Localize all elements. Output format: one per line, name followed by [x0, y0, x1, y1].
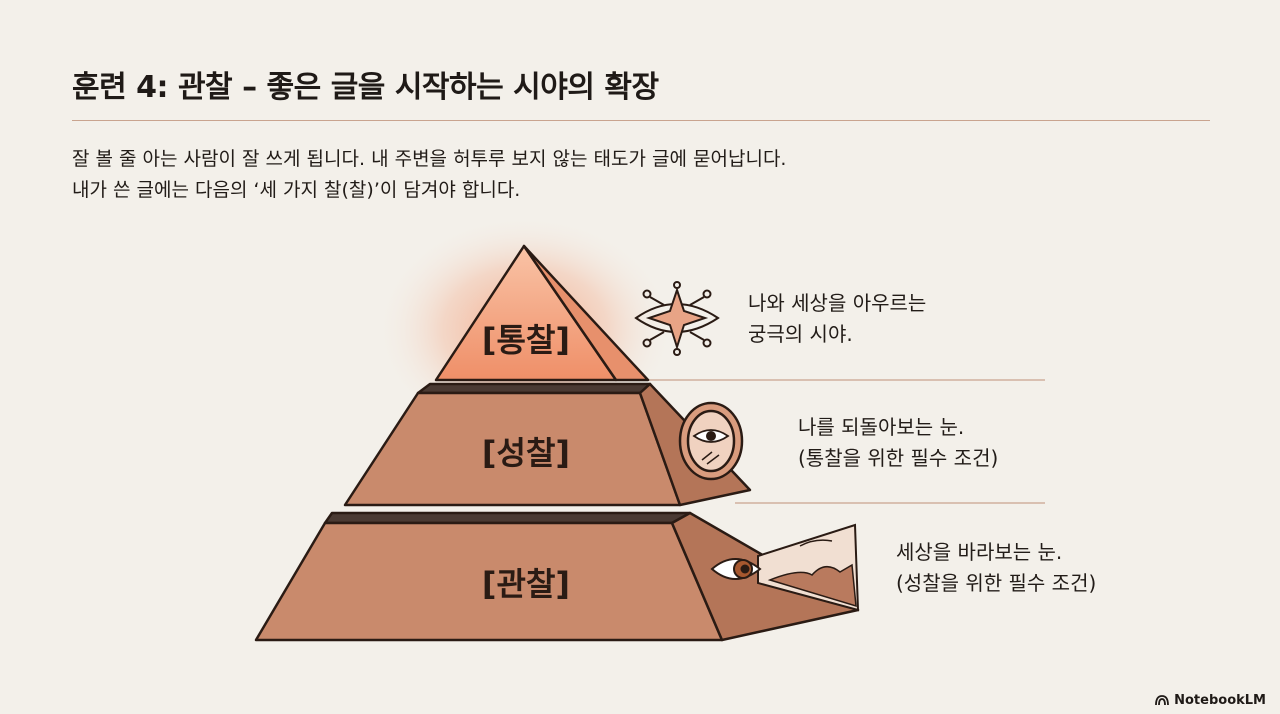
caption-top-line-2: 궁극의 시야.	[748, 322, 853, 346]
intro-text: 잘 볼 줄 아는 사람이 잘 쓰게 됩니다. 내 주변을 허투루 보지 않는 태…	[72, 144, 786, 206]
intro-line-1: 잘 볼 줄 아는 사람이 잘 쓰게 됩니다. 내 주변을 허투루 보지 않는 태…	[72, 148, 787, 170]
caption-bottom-line-2: (성찰을 위한 필수 조건)	[896, 571, 1097, 595]
caption-middle-line-2: (통찰을 위한 필수 조건)	[798, 446, 999, 470]
title-divider	[72, 120, 1210, 121]
caption-top-line-1: 나와 세상을 아우르는	[748, 291, 927, 315]
mirror-eye-icon	[678, 401, 744, 481]
eye-landscape-icon	[710, 523, 860, 612]
notebooklm-logo-icon	[1155, 695, 1170, 706]
caption-bottom-line-1: 세상을 바라보는 눈.	[896, 540, 1063, 564]
brand-mark: NotebookLM	[1155, 693, 1266, 708]
caption-top: 나와 세상을 아우르는 궁극의 시야.	[748, 288, 926, 350]
tier-bottom	[254, 511, 860, 642]
tier-label-top: [통찰]	[481, 321, 571, 359]
tier-label-bottom: [관찰]	[481, 565, 571, 603]
slide-title: 훈련 4: 관찰 – 좋은 글을 시작하는 시야의 확장	[72, 70, 659, 105]
caption-middle: 나를 되돌아보는 눈. (통찰을 위한 필수 조건)	[798, 412, 998, 474]
caption-bottom: 세상을 바라보는 눈. (성찰을 위한 필수 조건)	[896, 537, 1096, 599]
intro-line-2: 내가 쓴 글에는 다음의 ‘세 가지 찰(찰)’이 담겨야 합니다.	[72, 179, 521, 201]
caption-middle-line-1: 나를 되돌아보는 눈.	[798, 415, 965, 439]
brand-name: NotebookLM	[1174, 693, 1266, 708]
sparkle-eye-icon	[634, 281, 720, 356]
tier-label-middle: [성찰]	[481, 434, 571, 472]
tier-top	[434, 244, 650, 382]
